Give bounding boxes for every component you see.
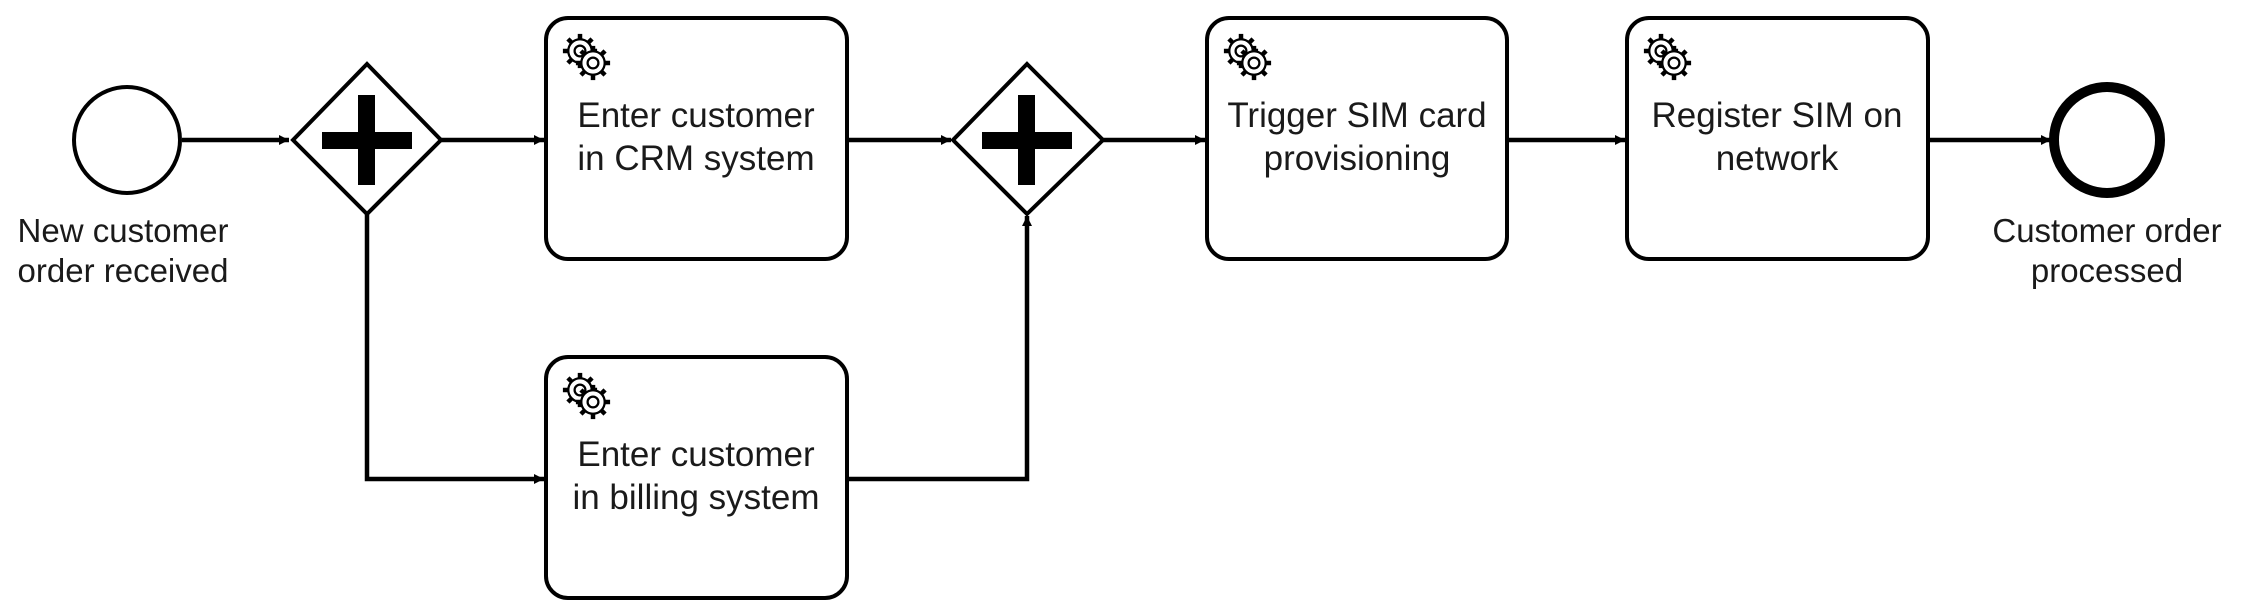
task-enter-customer-crm[interactable]: Enter customer in CRM system — [544, 16, 849, 261]
flow-split-to-billing[interactable] — [364, 214, 544, 484]
end-event[interactable]: Customer order processed — [1992, 82, 2222, 289]
task-enter-customer-billing[interactable]: Enter customer in billing system — [544, 355, 849, 600]
end-event-label-line1: Customer order — [1992, 212, 2221, 249]
start-event-circle — [72, 85, 182, 195]
sequence-flows — [182, 135, 2051, 484]
parallel-gateway-split[interactable] — [290, 61, 444, 217]
task-label-line1: Register SIM on — [1652, 96, 1903, 135]
start-event[interactable]: New customer order received — [18, 85, 229, 289]
task-label-line1: Enter customer — [577, 96, 815, 135]
task-trigger-sim-provisioning[interactable]: Trigger SIM card provisioning — [1205, 16, 1509, 261]
start-event-label-line1: New customer — [18, 212, 229, 249]
flow-billing-to-join[interactable] — [847, 216, 1032, 482]
task-label-line1: Enter customer — [577, 435, 815, 474]
task-label-line2: in billing system — [572, 478, 819, 517]
task-label-line2: in CRM system — [577, 139, 814, 178]
plus-icon — [982, 95, 1072, 185]
task-label-line2: network — [1716, 139, 1839, 178]
task-label-line2: provisioning — [1264, 139, 1451, 178]
plus-icon — [322, 95, 412, 185]
start-event-label-line2: order received — [18, 252, 229, 289]
task-label-line1: Trigger SIM card — [1227, 96, 1486, 135]
parallel-gateway-join[interactable] — [950, 61, 1106, 217]
end-event-circle — [2049, 82, 2165, 198]
task-register-sim-network[interactable]: Register SIM on network — [1625, 16, 1930, 261]
end-event-label-line2: processed — [2031, 252, 2183, 289]
